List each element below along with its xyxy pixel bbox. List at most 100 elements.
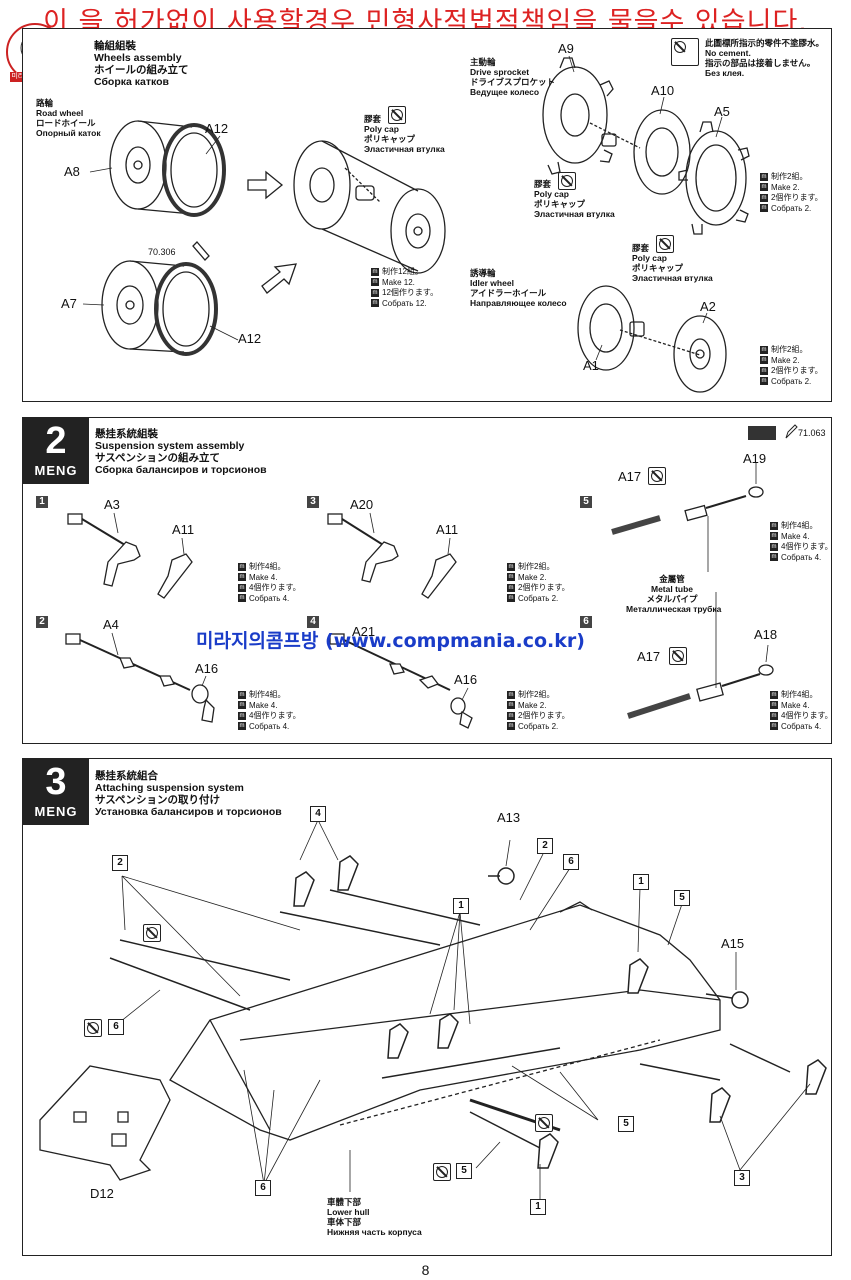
drive-sprocket-label: 主動輪 Drive sprocket ドライブスプロケット Ведущее ко…: [470, 57, 556, 97]
substep-2: 2: [36, 616, 48, 628]
step3-title: 懸挂系統組合 Attaching suspension system サスペンシ…: [95, 770, 282, 818]
m-icon: m: [760, 204, 768, 213]
paint-swatch: [748, 426, 776, 440]
lower-hull-label: 車體下部 Lower hull 車体下部 Нижняя часть корпус…: [327, 1197, 422, 1237]
callout-5-right: 5: [674, 890, 690, 906]
pencil-icon: [785, 424, 798, 439]
no-cement-icon-step3-1: [143, 924, 161, 942]
part-a12-bottom: A12: [238, 331, 262, 346]
part-a10: A10: [651, 83, 675, 98]
step3-number: 3: [45, 761, 67, 803]
step1-title: 輪組組裝 Wheels assembly ホイールの組み立て Сборка ка…: [94, 40, 189, 88]
site-watermark: 미라지의콤프방 (www.compmania.co.kr): [196, 630, 585, 652]
part-a4: A4: [103, 617, 119, 632]
step1-title-ja: ホイールの組み立て: [94, 64, 189, 76]
part-d12: D12: [90, 1186, 114, 1201]
callout-1-bottom: 1: [530, 1199, 546, 1215]
m-icon: m: [770, 722, 778, 731]
no-cement-icon-step3-2: [84, 1019, 102, 1037]
part-a11-2: A11: [436, 522, 459, 537]
m-icon: m: [371, 288, 379, 297]
callout-2-left: 2: [112, 855, 128, 871]
m-icon: m: [238, 722, 246, 731]
part-a17-2: A17: [637, 649, 661, 664]
m-icon: m: [507, 562, 515, 571]
step2-badge: 2 MENG: [23, 418, 89, 484]
part-a18: A18: [754, 627, 778, 642]
m-icon: m: [760, 345, 768, 354]
m-icon: m: [507, 594, 515, 603]
m-icon: m: [238, 562, 246, 571]
step1-title-zh: 輪組組裝: [94, 40, 136, 52]
callout-3: 3: [734, 1170, 750, 1186]
paint-code-70306: 70.306: [148, 247, 176, 257]
part-a8: A8: [64, 164, 80, 179]
step2-title: 懸挂系統組裝 Suspension system assembly サスペンショ…: [95, 428, 267, 476]
part-a11-1: A11: [172, 522, 195, 537]
metal-tube-label: 金屬管 Metal tube メタルパイプ Металлическая труб…: [626, 574, 722, 614]
road-wheel-label: 路輪 Road wheel ロードホイール Опорный каток: [36, 98, 101, 138]
m-icon: m: [507, 711, 515, 720]
m-icon: m: [770, 532, 778, 541]
part-a20: A20: [350, 497, 374, 512]
m-icon: m: [238, 711, 246, 720]
part-a16-1: A16: [195, 661, 219, 676]
step2-number: 2: [45, 420, 67, 462]
m-icon: m: [770, 521, 778, 530]
m-icon: m: [371, 267, 379, 276]
part-a7: A7: [61, 296, 77, 311]
no-cement-icon-polycap-2: [558, 172, 576, 190]
m-icon: m: [770, 701, 778, 710]
m-icon: m: [760, 356, 768, 365]
part-a17-1: A17: [618, 469, 642, 484]
no-cement-icon-a17-2: [669, 647, 687, 665]
m-icon: m: [507, 722, 515, 731]
part-a15: A15: [721, 936, 745, 951]
callout-5-center: 5: [618, 1116, 634, 1132]
part-a13: A13: [497, 810, 521, 825]
callout-1-mid: 1: [453, 898, 469, 914]
m-icon: m: [238, 573, 246, 582]
m-icon: m: [238, 701, 246, 710]
no-cement-icon-polycap-1: [388, 106, 406, 124]
part-a19: A19: [743, 451, 767, 466]
part-a3: A3: [104, 497, 120, 512]
m-icon: m: [371, 299, 379, 308]
m-icon: m: [238, 594, 246, 603]
step1-title-ru: Сборка катков: [94, 76, 169, 88]
m-icon: m: [770, 542, 778, 551]
polycap-label-1: 膠套 Poly cap ポリキャップ Эластичная втулка: [364, 114, 445, 154]
step1-title-en: Wheels assembly: [94, 52, 182, 64]
m-icon: m: [507, 583, 515, 592]
polycap-label-3: 膠套 Poly cap ポリキャップ Эластичная втулка: [632, 243, 713, 283]
m-icon: m: [760, 366, 768, 375]
substep-6: 6: [580, 616, 592, 628]
m-icon: m: [770, 553, 778, 562]
substep-5: 5: [580, 496, 592, 508]
m-icon: m: [770, 711, 778, 720]
m-icon: m: [770, 690, 778, 699]
callout-6-bottom: 6: [255, 1180, 271, 1196]
step3-badge: 3 MENG: [23, 759, 89, 825]
step3-brand: MENG: [34, 804, 78, 819]
callout-6-left: 6: [108, 1019, 124, 1035]
part-a1: A1: [583, 358, 599, 373]
m-icon: m: [371, 278, 379, 287]
m-icon: m: [507, 701, 515, 710]
no-cement-icon-step3-4: [433, 1163, 451, 1181]
no-cement-icon-step3-3: [535, 1114, 553, 1132]
m-icon: m: [760, 183, 768, 192]
no-cement-legend: 此圖標所指示的零件不塗膠水。 No cement. 指示の部品は接着しません。 …: [705, 38, 825, 78]
no-cement-icon-a17-1: [648, 467, 666, 485]
m-icon: m: [238, 690, 246, 699]
